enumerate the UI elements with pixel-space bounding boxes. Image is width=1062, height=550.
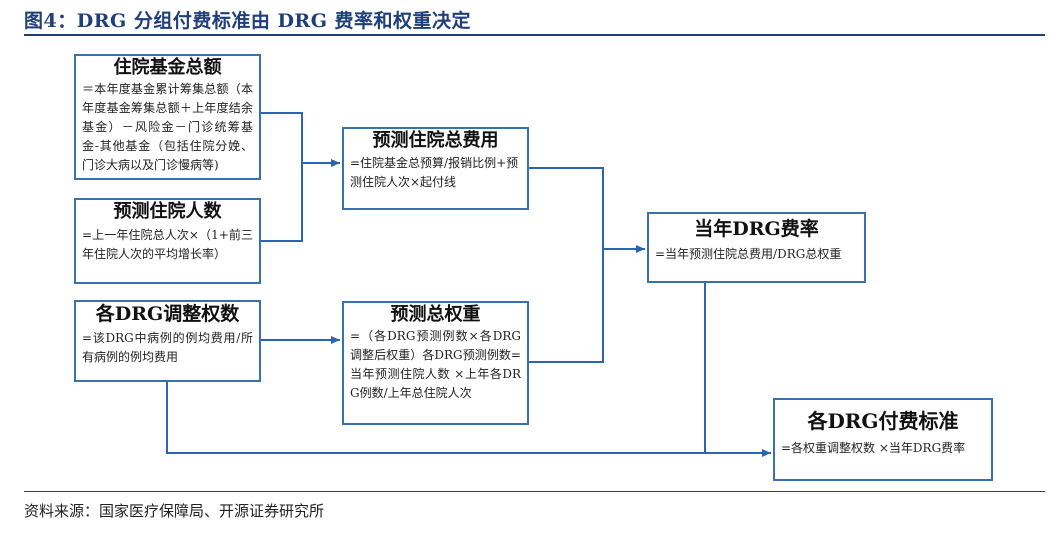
node-title: 各DRG调整权数 xyxy=(95,303,240,325)
node-formula: =该DRG中病例的例均费用/所有病例的例均费用 xyxy=(82,330,253,364)
title-rule xyxy=(24,34,1045,36)
node-formula: =各权重调整权数 ×当年DRG费率 xyxy=(781,441,966,455)
node-drg-payment-standard: 各DRG付费标准 =各权重调整权数 ×当年DRG费率 xyxy=(773,398,993,481)
node-formula: =当年预测住院总费用/DRG总权重 xyxy=(655,246,842,261)
node-title: 住院基金总额 xyxy=(113,57,222,78)
source-note: 资料来源：国家医疗保障局、开源证券研究所 xyxy=(24,502,325,520)
node-predicted-cases: 预测住院人数 =上一年住院总人次×（1+前三年住院人次的平均增长率） xyxy=(74,198,261,284)
node-title: 各DRG付费标准 xyxy=(807,409,959,433)
connector-fund-to-cost xyxy=(261,112,303,163)
node-predicted-total-weight: 预测总权重 =（各DRG预测例数×各DRG调整后权重）各DRG预测例数=当年预测… xyxy=(342,301,529,425)
node-formula: =（各DRG预测例数×各DRG调整后权重）各DRG预测例数=当年预测住院人数 ×… xyxy=(350,328,521,400)
node-formula: ＝本年度基金累计筹集总额（本年度基金筹集总额＋上年度结余基金）－风险金－门诊统筹… xyxy=(82,81,253,172)
connector-cost-to-rate xyxy=(529,167,604,249)
source-rule xyxy=(24,491,1045,492)
node-title: 预测住院总费用 xyxy=(372,130,499,151)
node-formula: =住院基金总预算/报销比例+预测住院人次×起付线 xyxy=(350,155,519,189)
connector-rate-to-standard-arrow xyxy=(704,283,771,457)
connector-cases-to-cost xyxy=(261,163,303,242)
node-title: 预测总权重 xyxy=(390,304,481,325)
node-drg-rate: 当年DRG费率 =当年预测住院总费用/DRG总权重 xyxy=(647,212,866,283)
node-predicted-total-cost: 预测住院总费用 =住院基金总预算/报销比例+预测住院人次×起付线 xyxy=(342,127,529,210)
node-drg-adjusted-weight: 各DRG调整权数 =该DRG中病例的例均费用/所有病例的例均费用 xyxy=(74,300,261,382)
node-title: 当年DRG费率 xyxy=(694,218,819,240)
node-title: 预测住院人数 xyxy=(113,201,222,222)
node-formula: =上一年住院总人次×（1+前三年住院人次的平均增长率） xyxy=(82,227,253,261)
connector-adjusted-weight-to-standard xyxy=(166,382,705,454)
connector-weight-to-rate xyxy=(529,249,604,363)
figure-title: 图4：DRG 分组付费标准由 DRG 费率和权重决定 xyxy=(24,10,472,32)
node-fund-total: 住院基金总额 ＝本年度基金累计筹集总额（本年度基金筹集总额＋上年度结余基金）－风… xyxy=(74,54,261,180)
